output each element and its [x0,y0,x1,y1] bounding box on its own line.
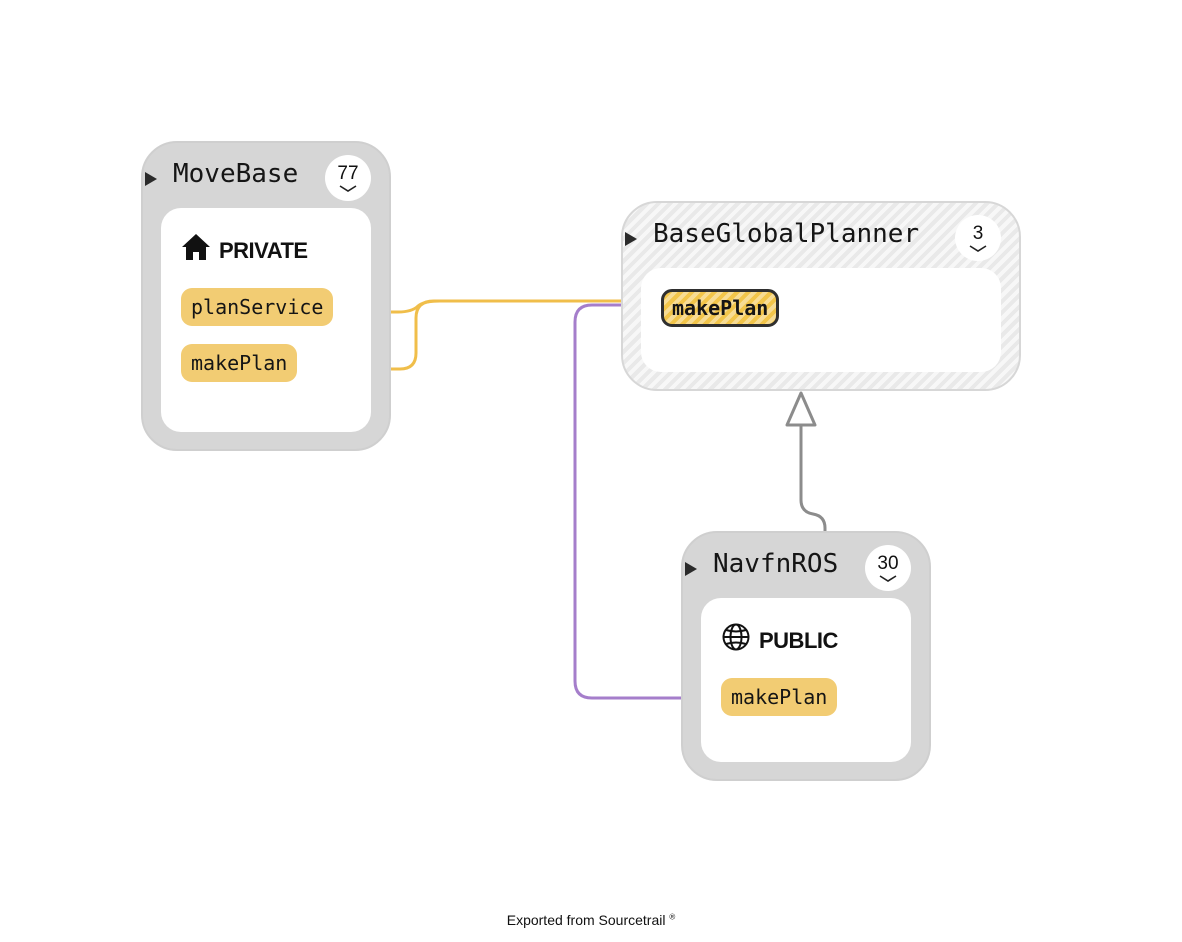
access-label-private: PRIVATE [219,238,308,263]
edge-makeplan-to-makeplan[interactable] [305,299,652,371]
globe-icon [722,623,750,651]
chevron-down-icon [339,185,357,192]
baseglobalplanner-count: 3 [972,223,984,244]
baseglobalplanner-count-badge[interactable]: 3 [955,215,1001,261]
baseglobalplanner-title[interactable]: BaseGlobalPlanner [653,219,920,249]
movebase-node[interactable]: MoveBase 77 PRIVATE planService makePlan [141,141,391,451]
house-icon [182,234,210,260]
navfnros-title[interactable]: NavfnROS [713,549,839,579]
export-footer: Exported from Sourcetrail ® [0,912,1182,928]
navfnros-count: 30 [877,553,899,574]
baseglobalplanner-header[interactable]: BaseGlobalPlanner 3 [623,203,1019,271]
movebase-header[interactable]: MoveBase 77 [143,143,389,211]
chevron-down-icon [969,245,987,252]
movebase-title[interactable]: MoveBase [173,159,299,189]
navfnros-count-badge[interactable]: 30 [865,545,911,591]
access-heading-private: PRIVATE [181,230,308,264]
footer-text: Exported from Sourcetrail [506,912,666,928]
expand-triangle-icon[interactable] [145,172,157,186]
access-label-public: PUBLIC [759,628,838,653]
member-makeplan[interactable]: makePlan [181,344,298,382]
expand-triangle-icon[interactable] [685,562,697,576]
navfnros-node[interactable]: NavfnROS 30 PUBLIC makePlan [681,531,931,781]
inheritance-arrowhead [785,391,817,427]
navfnros-header[interactable]: NavfnROS 30 [683,533,929,601]
movebase-count-badge[interactable]: 77 [325,155,371,201]
baseglobalplanner-node[interactable]: BaseGlobalPlanner 3 makePlan [621,201,1021,391]
member-planservice[interactable]: planService [181,288,334,326]
expand-triangle-icon[interactable] [625,232,637,246]
edge-override-makeplan[interactable] [573,303,722,700]
access-heading-public: PUBLIC [721,620,838,654]
member-makeplan-navfn[interactable]: makePlan [721,678,838,716]
edge-inheritance[interactable] [799,425,827,532]
movebase-count: 77 [337,163,359,184]
member-makeplan-active[interactable]: makePlan [661,289,780,327]
chevron-down-icon [879,575,897,582]
footer-mark: ® [669,912,676,922]
